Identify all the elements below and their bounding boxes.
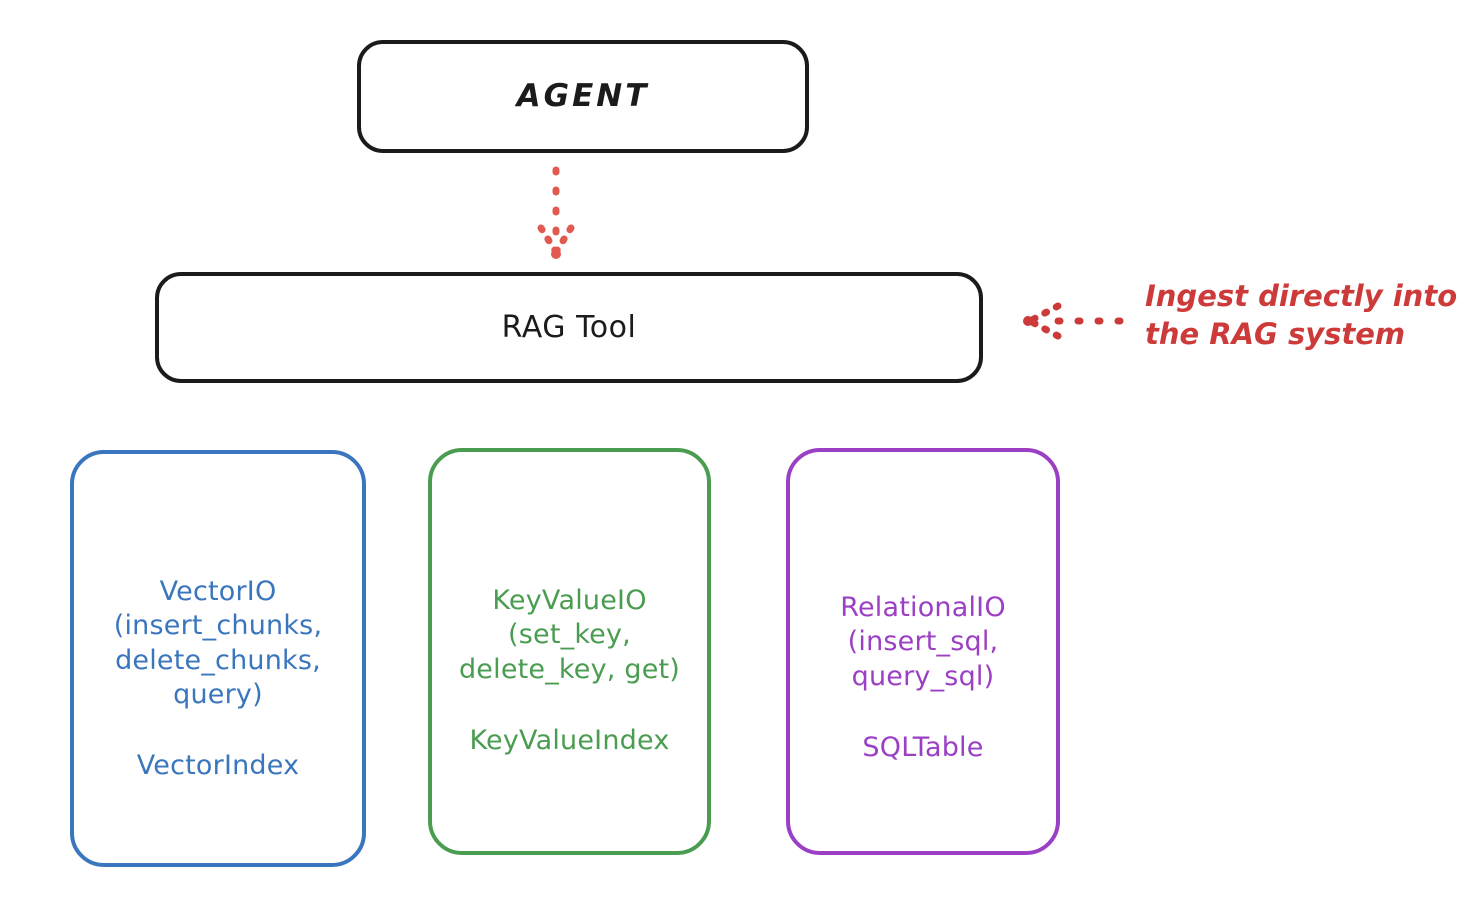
node-keyvalue-io-label: KeyValueIO (set_key, delete_key, get) Ke…	[459, 452, 680, 793]
node-vector-io-api-text: VectorIO (insert_chunks, delete_chunks, …	[113, 575, 323, 711]
node-relational-io-api-text: RelationalIO (insert_sql, query_sql)	[840, 591, 1006, 692]
connector-ingest-to-rag-tool-icon	[1023, 302, 1124, 340]
connector-agent-to-rag-tool-icon	[537, 166, 575, 259]
node-relational-io-table-text: SQLTable	[862, 731, 984, 763]
node-vector-io-index-text: VectorIndex	[136, 750, 300, 782]
node-rag-tool-label: RAG Tool	[501, 309, 637, 345]
node-keyvalue-io-api-text: KeyValueIO (set_key, delete_key, get)	[458, 584, 681, 685]
node-relational-io[interactable]: RelationalIO (insert_sql, query_sql) SQL…	[786, 448, 1060, 855]
node-agent-label: AGENT	[516, 78, 650, 115]
node-vector-io[interactable]: VectorIO (insert_chunks, delete_chunks, …	[70, 450, 366, 867]
node-relational-io-label: RelationalIO (insert_sql, query_sql) SQL…	[840, 452, 1006, 800]
node-keyvalue-io[interactable]: KeyValueIO (set_key, delete_key, get) Ke…	[428, 448, 711, 855]
annotation-ingest-text: Ingest directly into the RAG system	[1145, 279, 1458, 351]
node-vector-io-label: VectorIO (insert_chunks, delete_chunks, …	[114, 454, 322, 818]
node-rag-tool[interactable]: RAG Tool	[155, 272, 983, 383]
node-agent[interactable]: AGENT	[357, 40, 809, 153]
node-keyvalue-io-index-text: KeyValueIndex	[469, 724, 670, 756]
